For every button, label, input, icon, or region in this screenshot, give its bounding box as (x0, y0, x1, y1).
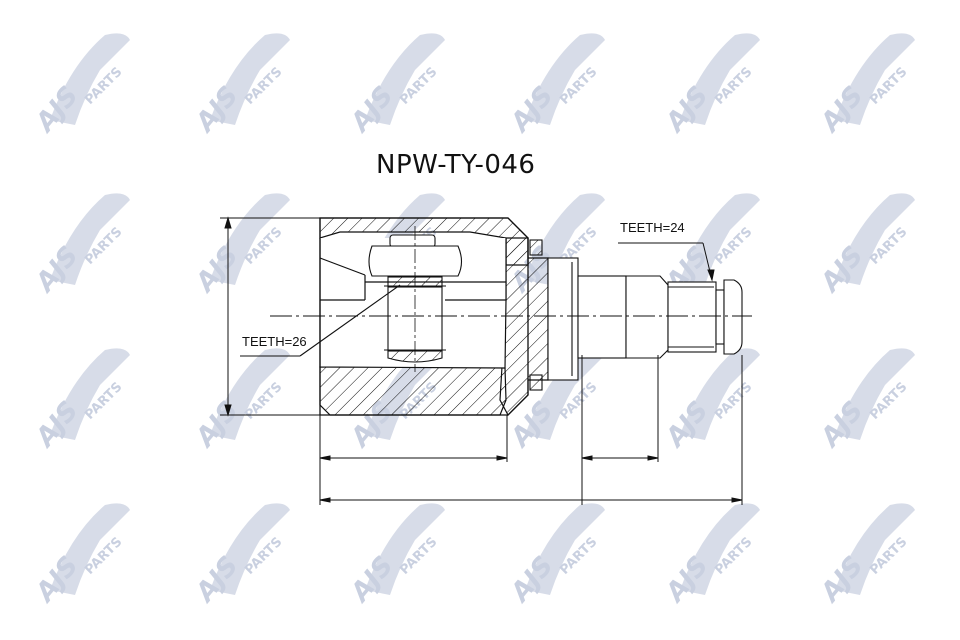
leader-lines (240, 242, 715, 357)
length-dimensions (319, 355, 743, 505)
height-dimension (220, 216, 320, 417)
teeth-inner-label: TEETH=26 (242, 334, 307, 349)
teeth-outer-label: TEETH=24 (620, 220, 685, 235)
output-shaft (577, 275, 743, 359)
part-number-title: NPW-TY-046 (376, 150, 536, 180)
